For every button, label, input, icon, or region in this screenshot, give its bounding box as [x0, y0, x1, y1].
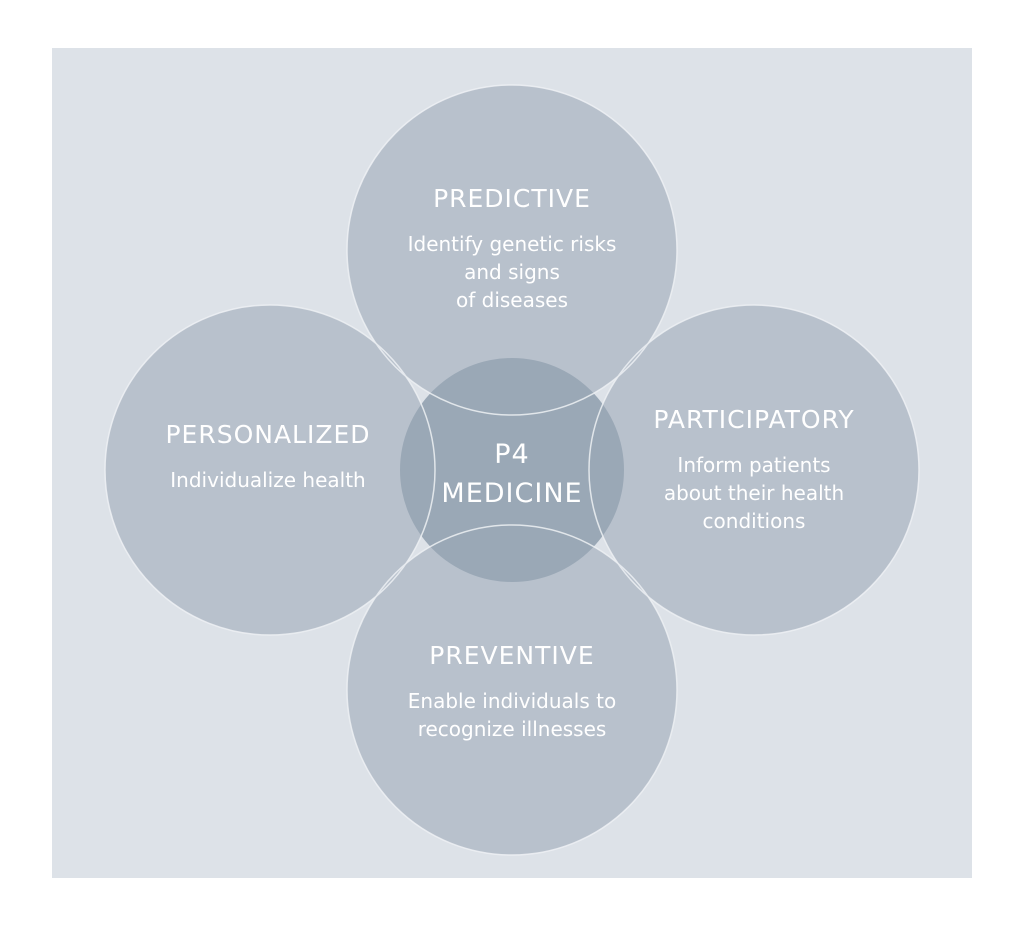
participatory-desc: conditions — [703, 509, 806, 533]
preventive-desc: Enable individuals to — [408, 689, 616, 713]
personalized-title: PERSONALIZED — [165, 420, 370, 449]
predictive-title: PREDICTIVE — [433, 184, 591, 213]
preventive-desc: recognize illnesses — [418, 717, 607, 741]
personalized-circle — [105, 305, 435, 635]
participatory-desc: about their health — [664, 481, 844, 505]
predictive-desc: and signs — [464, 260, 560, 284]
participatory-circle — [589, 305, 919, 635]
preventive-title: PREVENTIVE — [429, 641, 594, 670]
personalized-desc: Individualize health — [170, 468, 365, 492]
center-label-p4: P4 — [494, 439, 529, 470]
participatory-title: PARTICIPATORY — [653, 405, 854, 434]
participatory-desc: Inform patients — [677, 453, 830, 477]
center-circle — [400, 358, 624, 582]
predictive-desc: of diseases — [456, 288, 568, 312]
preventive-circle — [347, 525, 677, 855]
predictive-circle — [347, 85, 677, 415]
predictive-desc: Identify genetic risks — [408, 232, 617, 256]
center-label-medicine: MEDICINE — [441, 478, 582, 509]
